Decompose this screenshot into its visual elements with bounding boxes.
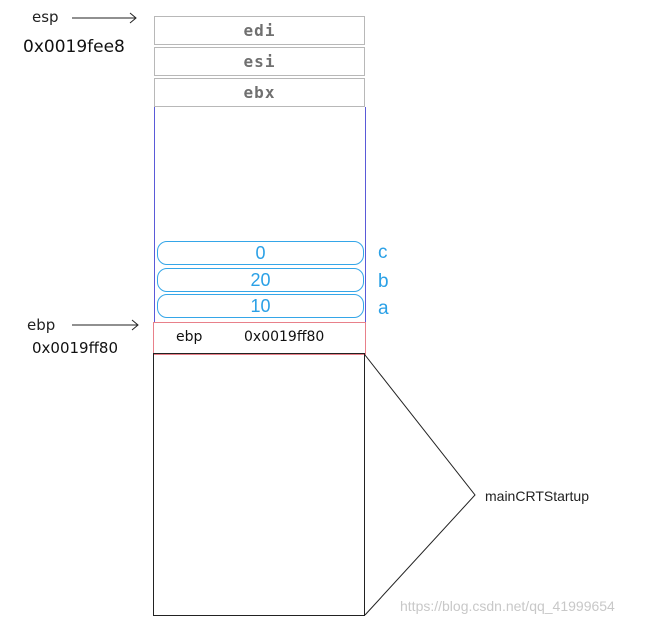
local-variable-b-cell: 20 bbox=[157, 268, 364, 292]
ebp-label: ebp bbox=[27, 316, 56, 334]
stack-cell-edi: edi bbox=[154, 16, 365, 45]
stack-cell-ebx: ebx bbox=[154, 78, 365, 107]
ebp-address: 0x0019ff80 bbox=[32, 339, 119, 357]
esp-arrow-icon bbox=[72, 12, 137, 24]
local-variable-a-name: a bbox=[378, 298, 389, 319]
local-variable-c-cell: 0 bbox=[157, 241, 364, 265]
esp-label: esp bbox=[32, 8, 59, 26]
saved-ebp-label: ebp bbox=[176, 329, 203, 345]
stack-cell-esi: esi bbox=[154, 47, 365, 76]
saved-ebp-cell: ebp 0x0019ff80 bbox=[153, 322, 366, 355]
saved-ebp-value: 0x0019ff80 bbox=[244, 329, 325, 345]
local-variable-b-name: b bbox=[378, 271, 389, 292]
watermark: https://blog.csdn.net/qq_41999654 bbox=[400, 598, 615, 614]
ebp-arrow-icon bbox=[72, 319, 139, 331]
local-variable-c-name: c bbox=[378, 242, 388, 263]
caller-frame-label: mainCRTStartup bbox=[485, 488, 590, 504]
esp-address: 0x0019fee8 bbox=[23, 37, 125, 57]
local-variable-a-cell: 10 bbox=[157, 294, 364, 318]
caller-frame-callout bbox=[364, 354, 476, 616]
caller-stack-frame bbox=[153, 353, 365, 616]
